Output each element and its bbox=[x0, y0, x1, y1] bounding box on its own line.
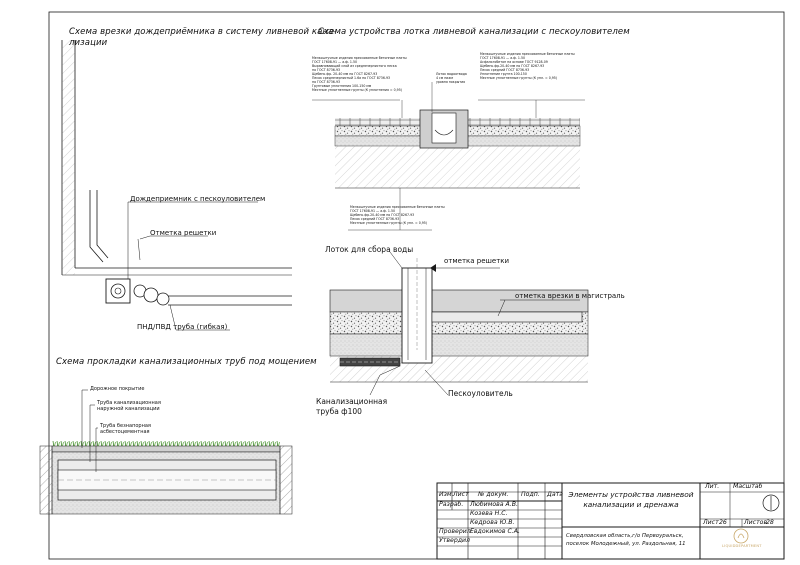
sewer-pipe-label-2: наружной канализации bbox=[97, 406, 160, 412]
asbestos-pipe-label-2: асбестоцементная bbox=[100, 429, 150, 435]
tb-header-list: Лист bbox=[453, 491, 469, 498]
title-block-grid bbox=[436, 482, 785, 560]
tray-notes-left: Мелкоштучные изделия прессованные бетонн… bbox=[312, 56, 407, 92]
tb-lit-label: Лит. bbox=[705, 483, 720, 490]
sewer-pipe-label-b: труба ф100 bbox=[316, 407, 362, 416]
receiver-label: Дождеприемник с пескоуловителем bbox=[130, 195, 266, 203]
collector-grate-label: отметка решетки bbox=[444, 257, 510, 265]
tb-sheets-label: Листов bbox=[744, 519, 768, 526]
laying-scheme bbox=[39, 389, 293, 515]
tb-drawing-name: Элементы устройства ливневой канализации… bbox=[568, 490, 694, 509]
tb-name-1: Любимова А.В. bbox=[470, 501, 518, 508]
tb-name-3: Кедрова Ю.В. bbox=[470, 519, 515, 526]
tb-header-doc: № докум. bbox=[478, 491, 509, 498]
tb-name-4: Евдокимов С.А. bbox=[470, 528, 520, 535]
road-label: Дорожное покрытие bbox=[90, 386, 145, 392]
laying-title: Схема прокладки канализационных труб под… bbox=[56, 357, 317, 367]
sewer-pipe-label-a: Канализационная bbox=[316, 397, 388, 406]
sand-trap-label: Пескоуловитель bbox=[448, 389, 513, 398]
tb-header-izm: Изм. bbox=[439, 491, 454, 498]
tb-role-checked: Проверил bbox=[439, 528, 471, 535]
insertion-title-cont: лизации bbox=[69, 38, 108, 48]
tb-sheet-value: 26 bbox=[719, 519, 727, 526]
tb-sheets-value: 28 bbox=[766, 519, 774, 526]
sheet-frame bbox=[48, 11, 785, 560]
tb-scale-label: Масштаб bbox=[733, 483, 763, 490]
tray-title: Схема устройства лотка ливневой канализа… bbox=[318, 27, 630, 37]
asbestos-pipe-label-1: Труба безнапорная bbox=[100, 423, 151, 429]
tb-header-date: Дата bbox=[547, 491, 564, 498]
tb-role-developer: Разраб. bbox=[439, 501, 464, 508]
tb-name-2: Козева Н.С. bbox=[470, 510, 508, 517]
tray-scheme bbox=[312, 82, 585, 231]
tray-notes-lower: Мелкоштучные изделия прессованные бетонн… bbox=[350, 205, 445, 225]
tb-header-sign: Подп. bbox=[521, 491, 540, 498]
tb-sheet-label: Лист bbox=[703, 519, 719, 526]
insertion-scheme bbox=[61, 40, 292, 331]
insertion-title: Схема врезки дождеприёмника в систему ли… bbox=[69, 27, 337, 37]
sewer-pipe-label-1: Труба канализационная bbox=[97, 400, 161, 406]
collector-label: Лоток для сбора воды bbox=[325, 245, 414, 254]
tb-address: Свердловская область,г/о Первоуральск, п… bbox=[566, 533, 686, 547]
logo-text: LIQUIDDEPARTMENT bbox=[722, 544, 762, 548]
tray-notes-mid: Лоток водоотвода 4 см ниже уровня покрыт… bbox=[436, 72, 467, 84]
collector-section bbox=[329, 251, 589, 396]
grate-level-label: Отметка решетки bbox=[150, 229, 217, 237]
company-logo bbox=[733, 528, 749, 544]
tb-role-approved: Утвердил bbox=[439, 537, 471, 544]
pipe-label: ПНД/ПВД труба (гибкая) bbox=[137, 323, 228, 331]
tray-notes-right: Мелкоштучные изделия прессованные бетонн… bbox=[480, 52, 575, 80]
insertion-level-label: отметка врезки в магистраль bbox=[515, 292, 625, 300]
